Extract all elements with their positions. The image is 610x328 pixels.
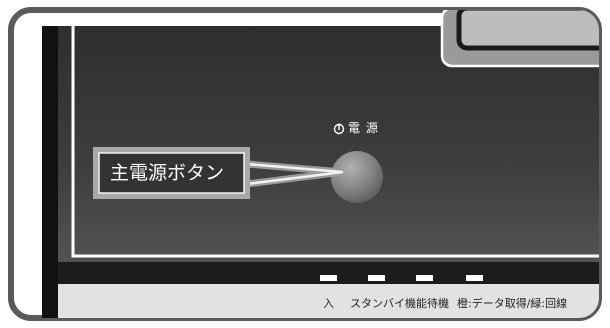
indicator-led-standby [368,275,385,281]
indicator-led-data [466,275,483,281]
device-left-edge [42,26,58,318]
callout-text: 主電源ボタン [110,162,225,184]
inner-panel-outline [71,18,599,258]
indicator-led-on [320,275,337,281]
label-strip [58,284,599,318]
power-button-label: 電 源 [348,121,379,135]
power-icon [333,123,345,135]
indicator-label-standby: スタンバイ [350,297,405,310]
indicator-band [58,262,599,284]
callout-box [93,147,250,199]
indicator-label-data-line: 橙:データ取得/緑:回線 [457,297,568,310]
indicator-label-function-standby: 機能待機 [405,297,449,310]
display-window-inner [456,10,599,51]
indicator-label-on: 入 [323,297,334,310]
indicator-led-function-standby [416,275,433,281]
power-button[interactable] [331,151,383,203]
